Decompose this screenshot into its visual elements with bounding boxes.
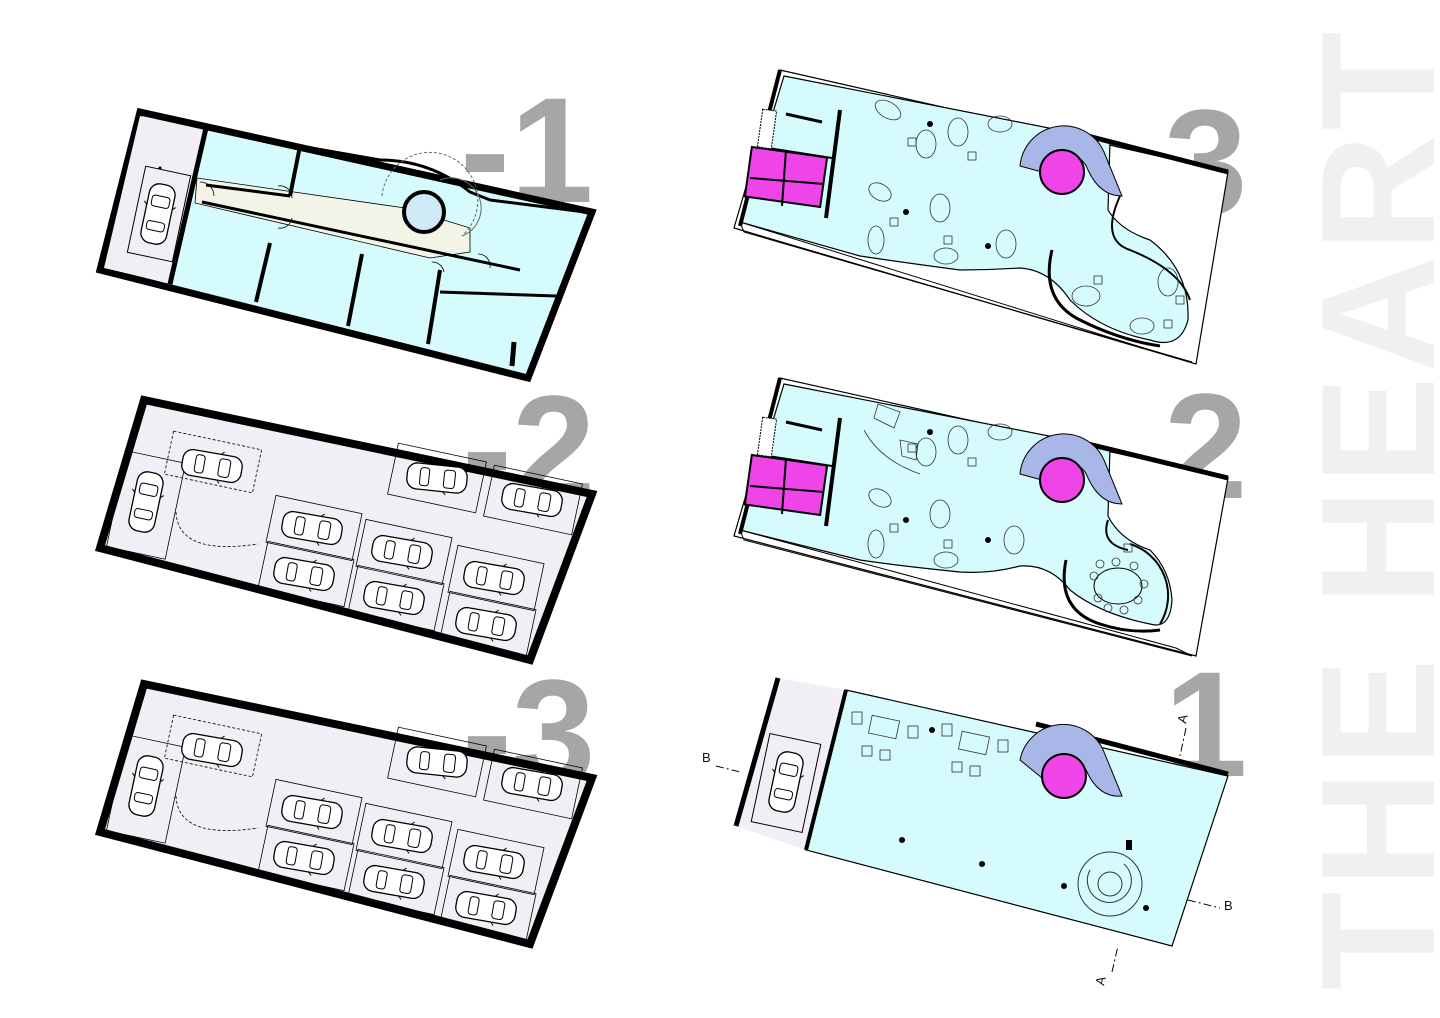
core-floor-2 xyxy=(1039,457,1085,503)
plan-floor-2: 2 xyxy=(733,362,1247,657)
section-label-b-left: B xyxy=(702,750,711,765)
plan-basement-3: -3 xyxy=(94,648,598,949)
elevator-core xyxy=(402,190,446,234)
core-floor-3 xyxy=(1039,149,1085,195)
sheet-title-text: THE HEART xyxy=(1288,27,1440,991)
core-floor-1 xyxy=(1041,753,1087,799)
plan-basement-1: -1 xyxy=(95,66,597,383)
section-label-a-top: A xyxy=(1174,713,1191,725)
section-markers: B B A A xyxy=(702,713,1233,987)
parking-grid-basement-2 xyxy=(257,442,583,658)
circular-stair-floor-1 xyxy=(1077,851,1143,917)
section-label-a-bottom: A xyxy=(1092,975,1109,987)
plan-basement-2: -2 xyxy=(94,364,598,665)
dining-table-floor-2 xyxy=(1093,567,1143,605)
parking-grid-basement-3 xyxy=(257,726,583,942)
sheet-title: THE HEART xyxy=(1288,0,1440,1018)
plan-floor-1: 1 xyxy=(702,640,1247,987)
lounge-furniture-floor-3 xyxy=(867,99,1185,335)
lobby-furniture-floor-1 xyxy=(851,711,1009,777)
plan-floor-3: 3 xyxy=(733,69,1247,365)
section-label-b-right: B xyxy=(1224,898,1233,913)
lounge-furniture-floor-2 xyxy=(863,403,1133,569)
